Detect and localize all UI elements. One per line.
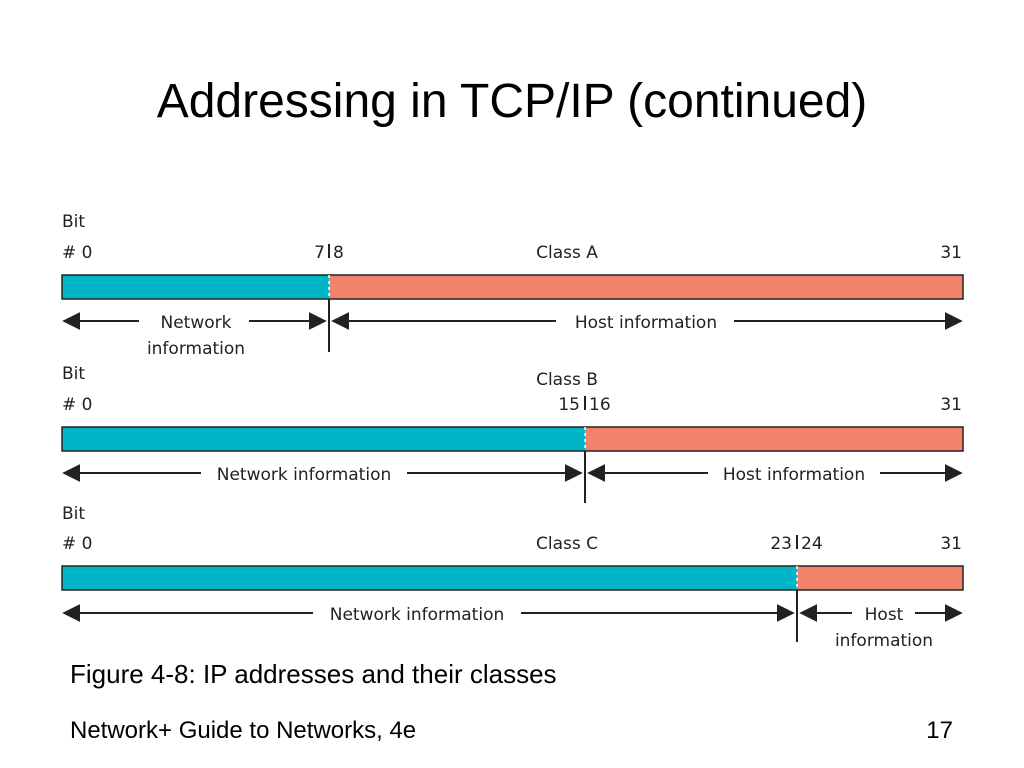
footer-text: Network+ Guide to Networks, 4e (70, 717, 417, 744)
class-b-name: Class B (536, 370, 598, 390)
class-b-host-label: Host information (723, 465, 865, 485)
class-c-split-left: 23 (770, 534, 792, 554)
class-b-bar-outline (61, 426, 964, 452)
class-a-split-left: 7 (314, 243, 325, 263)
class-b-network-label: Network information (217, 465, 392, 485)
class-a-split-right: 8 (333, 243, 344, 263)
class-c-network-segment (62, 566, 797, 590)
page-number: 17 (926, 717, 953, 744)
class-c-host-label-2: information (835, 631, 933, 651)
class-c-name: Class C (536, 534, 598, 554)
class-b-host-segment (585, 427, 963, 451)
class-c-split-right: 24 (801, 534, 823, 554)
class-a-network-label-2: information (147, 339, 245, 359)
class-a-host-label: Host information (575, 313, 717, 333)
class-a-host-segment (329, 275, 963, 299)
class-b-group: Bit # 0 Class B 15 16 31 Network informa… (61, 364, 964, 503)
class-b-end-bit: 31 (940, 395, 962, 415)
class-a-bar-outline (61, 274, 964, 300)
class-c-network-label: Network information (330, 605, 505, 625)
class-a-end-bit: 31 (940, 243, 962, 263)
class-a-network-label-1: Network (161, 313, 232, 333)
class-b-split-left: 15 (558, 395, 580, 415)
class-c-host-segment (797, 566, 963, 590)
class-c-bar-outline (61, 565, 964, 591)
class-c-start-bit: # 0 (62, 534, 92, 554)
class-a-bit-label: Bit (62, 212, 85, 232)
class-a-name: Class A (536, 243, 598, 263)
class-c-end-bit: 31 (940, 534, 962, 554)
class-b-bit-label: Bit (62, 364, 85, 384)
class-c-host-label-1: Host (865, 605, 904, 625)
figure-caption: Figure 4-8: IP addresses and their class… (70, 659, 557, 689)
class-a-start-bit: # 0 (62, 243, 92, 263)
class-a-network-segment (62, 275, 329, 299)
class-b-split-right: 16 (589, 395, 611, 415)
class-c-bit-label: Bit (62, 504, 85, 524)
class-b-network-segment (62, 427, 585, 451)
class-b-start-bit: # 0 (62, 395, 92, 415)
class-c-group: Bit # 0 Class C 23 24 31 Network informa… (61, 504, 964, 651)
slide-title: Addressing in TCP/IP (continued) (156, 75, 868, 128)
class-a-group: Bit # 0 7 8 Class A 31 Network informati… (61, 212, 964, 359)
